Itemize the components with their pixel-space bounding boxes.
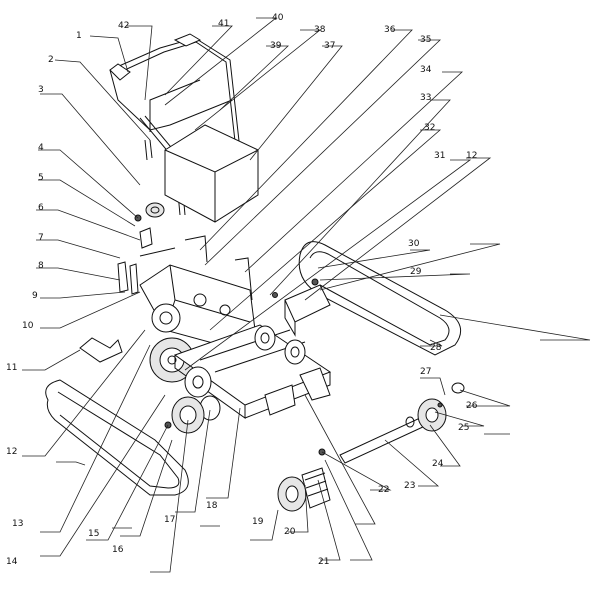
callout-14: 14 [6,557,18,567]
callout-8: 8 [38,261,44,271]
small-parts [117,139,176,295]
callout-42: 42 [118,21,129,31]
callout-19: 19 [252,517,264,527]
rear-axle [339,382,465,464]
callout-25: 25 [458,423,469,433]
callout-28: 28 [430,343,442,353]
callout-32: 32 [424,123,435,133]
callout-40: 40 [272,13,284,23]
callout-29: 29 [410,267,422,277]
callout-31: 31 [434,151,445,161]
callout-27: 27 [420,367,431,377]
track-frame [173,324,332,419]
callout-33: 33 [420,93,431,103]
callout-2: 2 [48,55,54,65]
callout-4: 4 [38,143,44,153]
callout-23: 23 [404,481,415,491]
callout-39: 39 [270,41,282,51]
callout-26: 26 [466,401,478,411]
callout-38: 38 [314,25,326,35]
bottom-hub [277,448,331,512]
callout-16: 16 [112,545,124,555]
right-track-belt [298,241,462,356]
callout-24: 24 [432,459,444,469]
right-track-mount [272,278,331,337]
callout-11: 11 [6,363,17,373]
callout-21: 21 [318,557,329,567]
callout-13: 13 [12,519,23,529]
callout-labels: 1 42 41 40 38 39 37 36 35 34 33 32 31 12… [6,13,478,567]
callout-37: 37 [324,41,335,51]
callout-20: 20 [284,527,296,537]
left-track-belt [45,379,189,496]
callout-12-left: 12 [6,447,17,457]
callout-17: 17 [164,515,175,525]
callout-12-top: 12 [466,151,477,161]
tank-box [164,124,259,223]
callout-1: 1 [76,31,82,41]
callout-18: 18 [206,501,218,511]
callout-35: 35 [420,35,431,45]
callout-15: 15 [88,529,99,539]
callout-22: 22 [378,485,389,495]
road-wheels [164,325,306,434]
callout-34: 34 [420,65,432,75]
callout-7: 7 [38,233,44,243]
leader-lines [22,17,591,573]
callout-5: 5 [38,173,44,183]
callout-36: 36 [384,25,396,35]
bracket-11 [79,337,123,363]
callout-10: 10 [22,321,34,331]
callout-9: 9 [32,291,38,301]
callout-30: 30 [408,239,420,249]
callout-6: 6 [38,203,44,213]
callout-41: 41 [218,19,229,29]
callout-3: 3 [38,85,44,95]
